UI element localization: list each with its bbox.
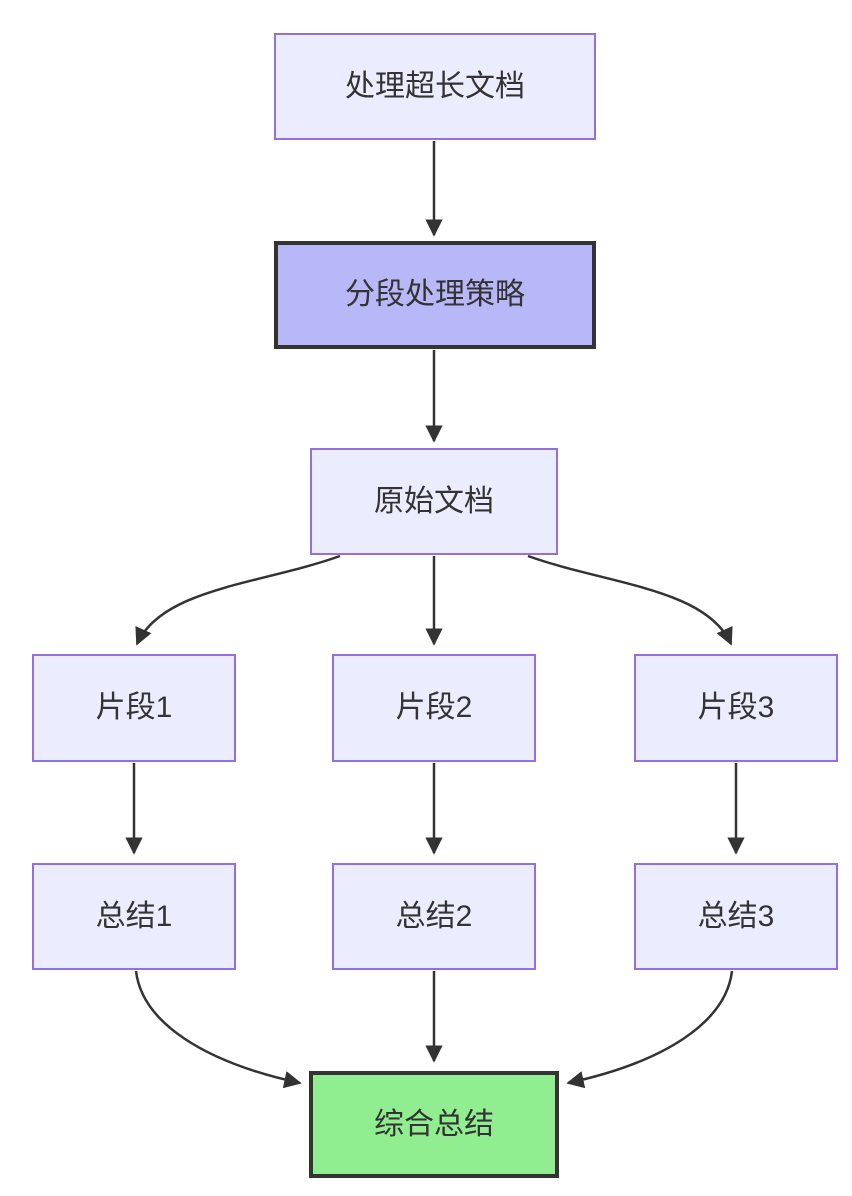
edge-S1-F [134,970,302,1089]
node-process-long-doc: 处理超长文档 [274,33,596,140]
node-label: 片段3 [697,691,775,724]
node-final-summary: 综合总结 [309,1071,559,1178]
node-fragment-1: 片段1 [32,654,236,762]
node-summary-1: 总结1 [32,863,236,970]
node-label: 总结1 [95,899,173,933]
node-summary-2: 总结2 [332,863,536,970]
node-fragment-2: 片段2 [332,654,536,762]
edge-S3-F [566,970,734,1089]
node-label: 原始文档 [374,484,494,518]
node-label: 总结3 [697,899,775,933]
node-segment-strategy: 分段处理策略 [274,241,596,349]
node-summary-3: 总结3 [634,863,838,970]
node-label: 片段1 [95,691,173,724]
node-label: 处理超长文档 [345,69,525,103]
node-label: 总结2 [395,899,473,933]
node-fragment-3: 片段3 [634,654,838,762]
node-original-doc: 原始文档 [310,448,558,555]
node-label: 综合总结 [374,1107,494,1141]
node-label: 片段2 [395,691,473,724]
node-label: 分段处理策略 [345,278,525,311]
edge-C-D3 [527,554,733,646]
edge-C-D1 [135,554,341,646]
